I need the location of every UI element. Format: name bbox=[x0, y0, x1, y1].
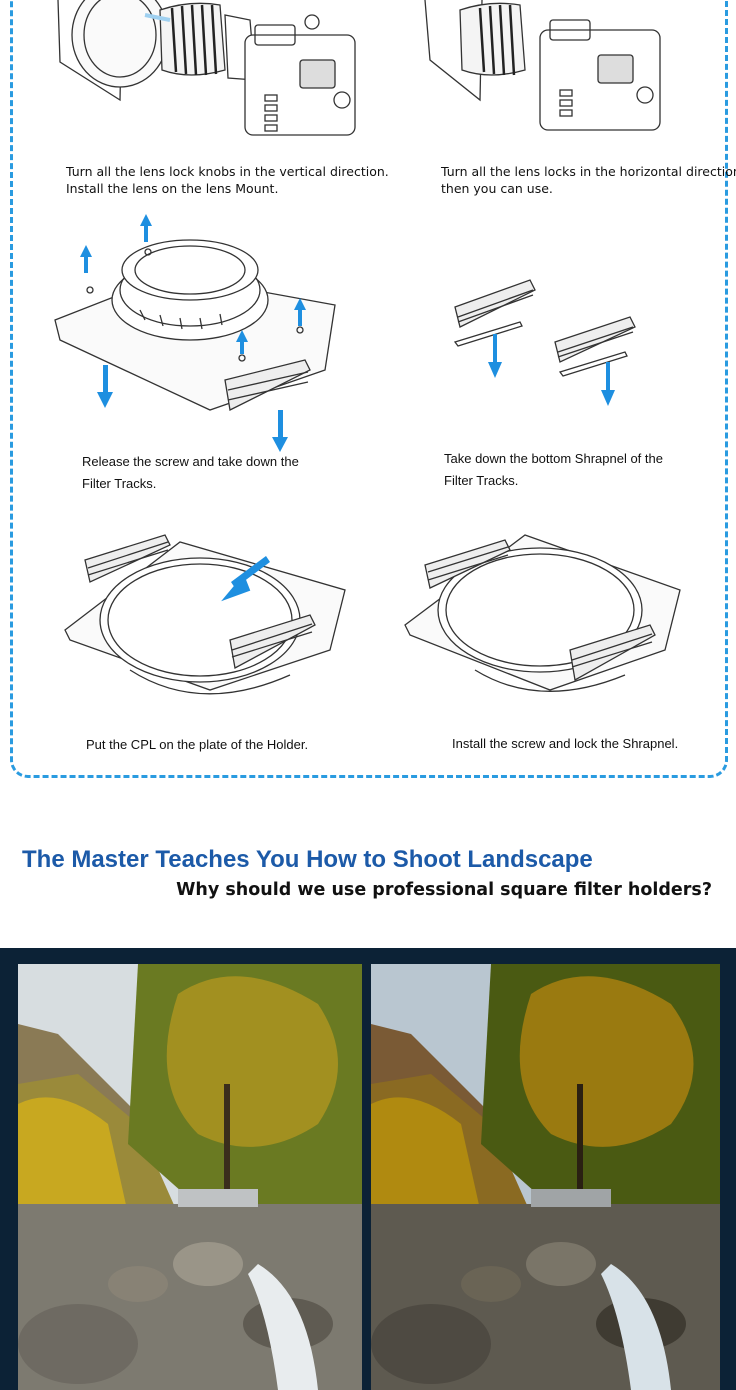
step-4-illustration bbox=[453, 279, 636, 406]
step-5-caption: Put the CPL on the plate of the Holder. bbox=[86, 737, 309, 752]
step-3-illustration bbox=[54, 214, 336, 452]
step-2-illustration bbox=[424, 0, 661, 131]
step-3-caption: Release the screw and take down the Filt… bbox=[82, 454, 299, 491]
instructions-dashed-frame bbox=[10, 0, 728, 778]
step-5-illustration bbox=[64, 534, 346, 695]
section-subtitle: Why should we use professional square fi… bbox=[176, 880, 712, 900]
landscape-without-filter-photo bbox=[18, 964, 362, 1390]
step-6-caption: Install the screw and lock the Shrapnel. bbox=[452, 736, 679, 751]
step-4-caption: Take down the bottom Shrapnel of the Fil… bbox=[444, 451, 663, 488]
landscape-with-filter-photo bbox=[371, 964, 720, 1390]
step-1-illustration bbox=[57, 0, 356, 136]
step-6-illustration bbox=[404, 534, 681, 692]
step-1-caption: Turn all the lens lock knobs in the vert… bbox=[66, 164, 389, 196]
step-2-caption: Turn all the lens locks in the horizonta… bbox=[441, 164, 736, 196]
section-title: The Master Teaches You How to Shoot Land… bbox=[22, 846, 593, 873]
comparison-photo-panel bbox=[0, 948, 736, 1390]
